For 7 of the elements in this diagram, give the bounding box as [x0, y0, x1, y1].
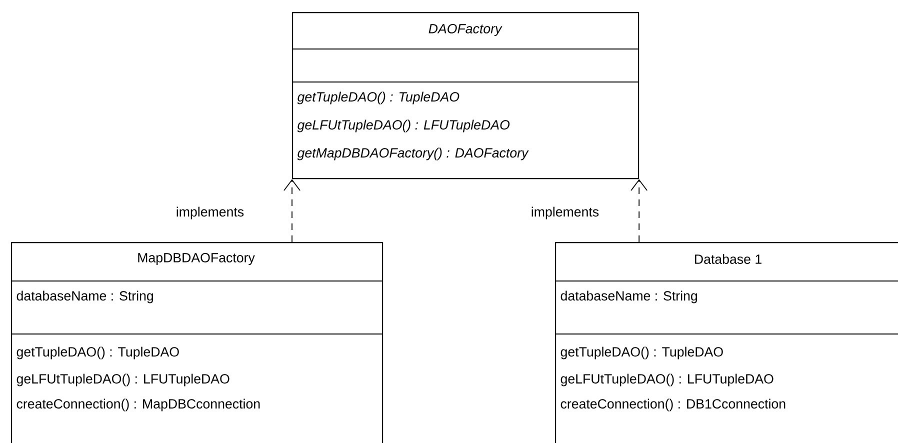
arrow: [284, 179, 300, 242]
class-box: Database 1 databaseName : String getTupleDAO() : TupleDAO geLFUtTupleDAO() : LFUTupleDAO createConnection() : DB1Cconnection: [555, 242, 898, 443]
class-box: DAOFactory getTupleDAO() : TupleDAO geLFUtTupleDAO() : LFUTupleDAO getMapDBDAOFactory() : DAOFactory: [292, 12, 640, 180]
arrow: [630, 179, 648, 242]
edge-label: implements: [174, 205, 246, 221]
edge-label: implements: [530, 205, 600, 221]
class-box: MapDBDAOFactory databaseName : String getTupleDAO() : TupleDAO geLFUtTupleDAO() : LFUTupleDAO createConnection() : MapDBCconnection: [11, 242, 384, 443]
